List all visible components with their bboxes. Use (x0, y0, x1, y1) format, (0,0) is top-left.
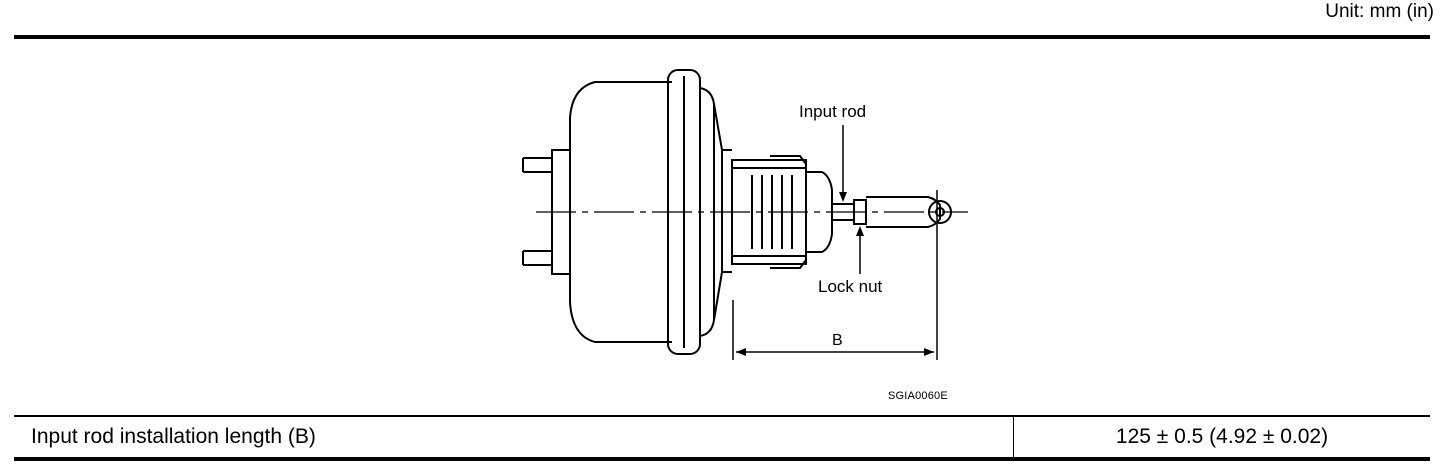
brake-booster-diagram: Input rod Lock nut B (522, 69, 968, 360)
unit-label: Unit: mm (in) (1325, 1, 1434, 22)
mounting-stud-lower (522, 250, 552, 266)
header-rule (14, 35, 1430, 39)
mounting-stud-upper (522, 157, 552, 173)
lock-nut-label: Lock nut (818, 277, 883, 296)
booster-shell (569, 81, 672, 343)
spec-table: Input rod installation length (B) 125 ± … (14, 415, 1430, 461)
spec-item-label: Input rod installation length (B) (14, 417, 1014, 457)
dimension-b-label: B (832, 332, 843, 349)
spec-item-value: 125 ± 0.5 (4.92 ± 0.02) (1115, 425, 1329, 448)
input-rod-label: Input rod (799, 102, 866, 121)
figure-code: SGIA0060E (888, 390, 948, 402)
